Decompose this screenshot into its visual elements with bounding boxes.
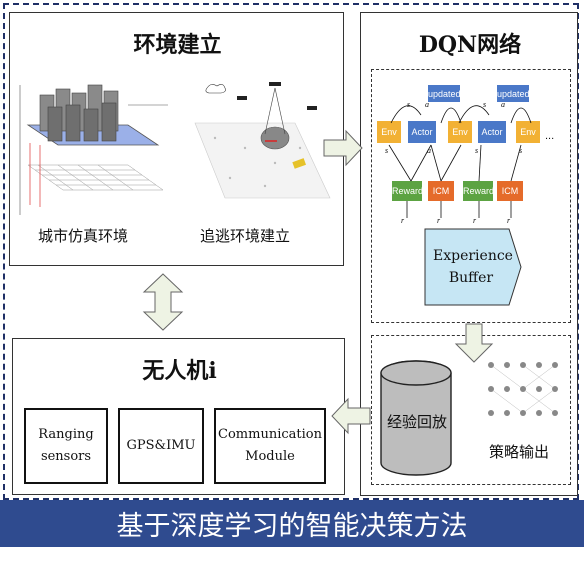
svg-text:...: ... [545,130,554,142]
svg-text:s: s [407,100,410,109]
policy-output-label: 策略输出 [489,443,550,461]
policy-network-image [488,362,558,416]
svg-text:s: s [475,146,478,155]
pursuit-environment-label: 追逃环境建立 [200,227,291,245]
actor-node-2: Actor [478,121,506,143]
buffer-to-replay-arrow [454,323,494,363]
env-node-3: Env [516,121,540,143]
outer-frame [3,3,579,500]
env-node-1: Env [377,121,401,143]
replay-cylinder [380,360,452,476]
env-to-dqn-arrow [323,129,363,167]
footer-edge [0,547,584,563]
uav-title: 无人机i [142,358,217,384]
svg-text:a: a [501,100,505,109]
communication-module: Communication Module [214,408,326,484]
city-simulation-label: 城市仿真环境 [38,227,129,245]
city-simulation-image [19,84,168,215]
env-uav-double-arrow [142,273,184,331]
gps-imu-module: GPS&IMU [118,408,204,484]
svg-text:s: s [519,146,522,155]
replay-label: 经验回放 [386,413,447,431]
svg-text:r: r [437,216,441,223]
pursuit-evasion-image [194,82,331,199]
svg-text:r: r [473,216,477,223]
dqn-flow-arrows: s a s a s a s s r r r r ... [385,100,554,223]
dqn-title: DQN网络 [418,32,522,58]
svg-text:s: s [483,100,486,109]
icm-node-2: ICM [497,181,523,201]
environment-title: 环境建立 [133,32,222,58]
env-node-2: Env [448,121,472,143]
environment-panel: 环境建立 [9,12,344,266]
updated-node-1: updated [428,85,461,102]
svg-text:a: a [425,100,429,109]
icm-node-1: ICM [428,181,454,201]
svg-text:r: r [401,216,405,223]
reward-node-2: Reward [463,181,494,201]
reward-node-1: Reward [392,181,423,201]
experience-buffer-label: Experience Buffer [433,248,513,286]
actor-node-1: Actor [408,121,436,143]
ranging-sensors-module: Ranging sensors [24,408,108,484]
svg-text:a: a [427,146,431,155]
dqn-to-uav-arrow [331,397,371,435]
updated-node-2: updated [497,85,530,102]
dqn-panel: DQN网络 updated Env Actor Env Reward ICM u… [360,12,578,496]
footer-banner: 基于深度学习的智能决策方法 [0,500,584,547]
svg-text:r: r [507,216,511,223]
dqn-network-box [371,69,571,323]
svg-text:s: s [385,146,388,155]
experience-buffer-shape [424,228,522,306]
